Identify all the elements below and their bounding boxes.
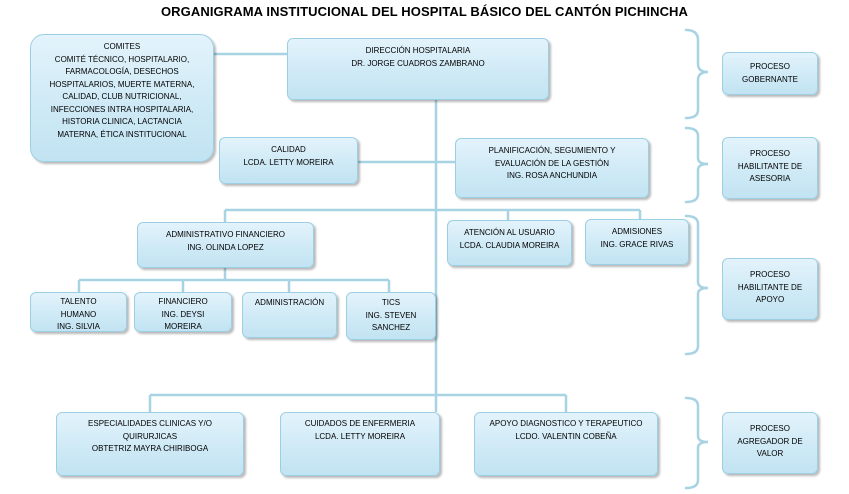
- node-line: OBTETRIZ MAYRA CHIRIBOGA: [91, 444, 209, 453]
- node-apoyo-diagnostico: APOYO DIAGNOSTICO Y TERAPEUTICO LCDO. VA…: [474, 412, 658, 476]
- node-line: LCDO. VALENTIN COBEÑA: [515, 431, 617, 441]
- node-line: ADMINISTRATIVO FINANCIERO: [166, 230, 285, 239]
- process-line: GOBERNANTE: [741, 74, 798, 84]
- process-line: PROCESO: [749, 62, 790, 71]
- node-calidad: CALIDAD LCDA. LETTY MOREIRA: [219, 137, 358, 184]
- node-line: ING. STEVEN: [365, 310, 417, 320]
- node-line: CALIDAD: [271, 145, 306, 154]
- node-tics: TICS ING. STEVEN SANCHEZ: [346, 292, 436, 340]
- process-line: HABILITANTE DE: [737, 282, 803, 292]
- process-apoyo: PROCESO HABILITANTE DE APOYO: [722, 258, 818, 320]
- node-line: ATENCIÓN AL USUARIO: [464, 228, 555, 237]
- node-cuidados-enfermeria: CUIDADOS DE ENFERMERIA LCDA. LETTY MOREI…: [280, 412, 440, 476]
- node-line: LCDA. LETTY MOREIRA: [314, 431, 406, 441]
- node-line: HISTORIA CLINICA, LACTANCIA: [62, 117, 182, 126]
- node-line: COMITES: [103, 42, 141, 51]
- node-line: ADMISIONES: [611, 227, 663, 236]
- node-line: TALENTO: [60, 297, 97, 306]
- node-line: ING. DEYSI: [161, 309, 205, 319]
- node-line: TICS: [381, 298, 401, 307]
- node-line: QUIRURJICAS: [122, 431, 178, 441]
- node-especialidades: ESPECIALIDADES CLINICAS Y/O QUIRURJICAS …: [56, 412, 244, 476]
- node-line: HUMANO: [60, 309, 97, 319]
- node-line: APOYO DIAGNOSTICO Y TERAPEUTICO: [489, 419, 643, 428]
- node-administracion: ADMINISTRACIÓN: [242, 292, 337, 338]
- node-line: EVALUACIÓN DE LA GESTIÓN: [494, 158, 610, 168]
- node-talento-humano: TALENTO HUMANO ING. SILVIA: [30, 292, 127, 332]
- node-direccion: DIRECCIÓN HOSPITALARIA DR. JORGE CUADROS…: [287, 38, 549, 100]
- node-line: FARMACOLOGÍA, DESECHOS: [65, 67, 179, 76]
- node-line: ING. OLINDA LOPEZ: [187, 242, 264, 252]
- node-line: ING. GRACE RIVAS: [600, 239, 674, 249]
- process-gobernante: PROCESO GOBERNANTE: [722, 52, 818, 95]
- process-line: PROCESO: [749, 270, 790, 279]
- process-line: AGREGADOR DE: [737, 436, 803, 446]
- process-line: PROCESO: [749, 424, 790, 433]
- process-agregador: PROCESO AGREGADOR DE VALOR: [722, 412, 818, 474]
- node-line: DIRECCIÓN HOSPITALARIA: [365, 46, 471, 55]
- node-line: LCDA. LETTY MOREIRA: [243, 157, 334, 167]
- node-admisiones: ADMISIONES ING. GRACE RIVAS: [585, 219, 689, 265]
- node-line: ING. SILVIA: [57, 322, 100, 331]
- node-line: COMITÉ TÉCNICO, HOSPITALARIO,: [54, 54, 190, 64]
- node-line: CALIDAD, CLUB NUTRICIONAL,: [62, 92, 182, 101]
- process-line: PROCESO: [749, 149, 790, 158]
- node-atencion-usuario: ATENCIÓN AL USUARIO LCDA. CLAUDIA MOREIR…: [447, 220, 572, 266]
- node-line: HOSPITALARIOS, MUERTE MATERNA,: [49, 79, 195, 89]
- node-line: FINANCIERO: [158, 297, 208, 306]
- node-line: DR. JORGE CUADROS ZAMBRANO: [351, 58, 485, 68]
- process-line: ASESORIA: [749, 174, 791, 183]
- node-line: MATERNA, ÉTICA INSTITUCIONAL: [57, 129, 187, 139]
- node-line: SANCHEZ: [371, 323, 411, 332]
- process-line: VALOR: [756, 449, 784, 458]
- node-financiero: FINANCIERO ING. DEYSI MOREIRA: [134, 292, 232, 332]
- node-line: ADMINISTRACIÓN: [254, 298, 325, 307]
- node-line: PLANIFICACIÓN, SEGUMIENTO Y: [488, 146, 616, 155]
- node-comites: COMITES COMITÉ TÉCNICO, HOSPITALARIO, FA…: [30, 34, 214, 162]
- node-line: ING. ROSA ANCHUNDIA: [506, 171, 598, 180]
- process-line: HABILITANTE DE: [737, 161, 803, 171]
- node-line: ESPECIALIDADES CLINICAS Y/O: [88, 419, 212, 428]
- node-planificacion: PLANIFICACIÓN, SEGUMIENTO Y EVALUACIÓN D…: [455, 138, 649, 198]
- node-line: CUIDADOS DE ENFERMERIA: [304, 419, 416, 428]
- process-line: APOYO: [755, 295, 785, 304]
- process-asesoria: PROCESO HABILITANTE DE ASESORIA: [722, 137, 818, 199]
- node-line: LCDA. CLAUDIA MOREIRA: [459, 240, 560, 250]
- chart-title: ORGANIGRAMA INSTITUCIONAL DEL HOSPITAL B…: [160, 4, 689, 19]
- node-line: INFECCIONES INTRA HOSPITALARIA,: [50, 104, 194, 114]
- node-line: MOREIRA: [164, 322, 202, 331]
- node-administrativo-financiero: ADMINISTRATIVO FINANCIERO ING. OLINDA LO…: [137, 222, 314, 268]
